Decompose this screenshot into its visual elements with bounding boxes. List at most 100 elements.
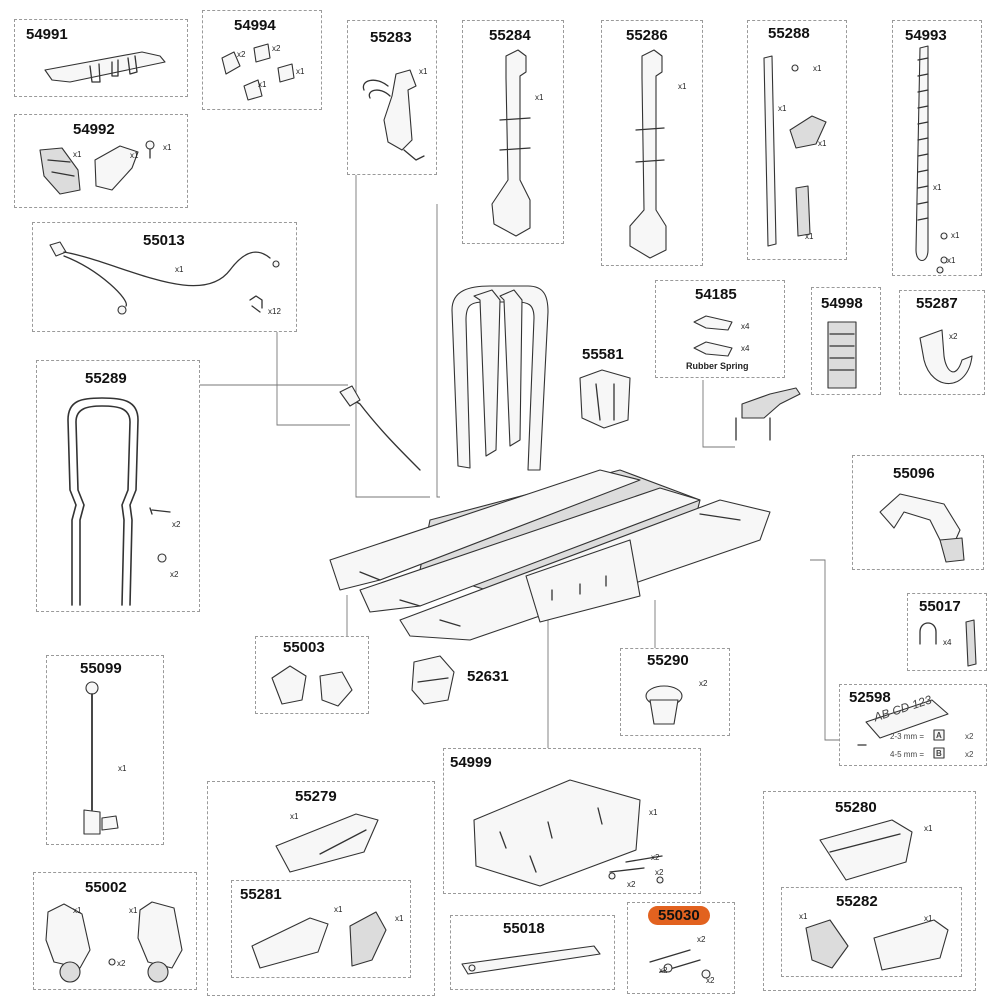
qty-55289-b: x2 — [170, 570, 179, 579]
qty-55284-a: x1 — [535, 93, 544, 102]
qty-54993-c: x1 — [947, 256, 956, 265]
part-54994-drawing — [221, 43, 295, 101]
part-box-55283[interactable] — [347, 20, 437, 175]
part-number-54993: 54993 — [905, 27, 947, 44]
part-54991-drawing — [44, 51, 166, 83]
part-lever-drawing — [735, 387, 801, 441]
part-number-54991: 54991 — [26, 26, 68, 43]
part-55017-drawing — [919, 619, 977, 667]
qty-55287-a: x2 — [949, 332, 958, 341]
part-box-55003[interactable] — [255, 636, 369, 714]
part-55287-drawing — [919, 329, 973, 384]
part-box-55287[interactable] — [899, 290, 985, 395]
qty-55017-a: x4 — [943, 638, 952, 647]
qty-55282-b: x1 — [924, 914, 933, 923]
qty-54185-b: x4 — [741, 344, 750, 353]
caption-rubber-spring: Rubber Spring — [686, 361, 749, 371]
qty-54999-a: x1 — [649, 808, 658, 817]
part-number-54992: 54992 — [73, 121, 115, 138]
plate-row-key-2: B — [936, 749, 942, 758]
qty-54185-a: x4 — [741, 322, 750, 331]
part-55013-drawing — [49, 241, 280, 315]
qty-55288-b: x1 — [778, 104, 787, 113]
qty-54992-b: x1 — [130, 151, 139, 160]
part-54993-drawing — [915, 45, 948, 274]
part-55289-drawing — [67, 397, 171, 606]
part-55279-drawing — [275, 813, 379, 873]
part-number-55096: 55096 — [893, 465, 935, 482]
part-box-55013[interactable] — [32, 222, 297, 332]
part-55003-drawing — [271, 665, 353, 707]
qty-55002-a: x1 — [73, 906, 82, 915]
part-55002-drawing — [45, 901, 183, 983]
part-number-55289: 55289 — [85, 370, 127, 387]
qty-55290-a: x2 — [699, 679, 708, 688]
part-55099-drawing — [83, 681, 119, 835]
qty-55030-a: x2 — [697, 935, 706, 944]
part-number-52631: 52631 — [467, 668, 509, 685]
bike-carrier-assembly — [329, 285, 771, 641]
part-number-55284: 55284 — [489, 27, 531, 44]
qty-54992-c: x1 — [163, 143, 172, 152]
qty-54999-c: x2 — [627, 880, 636, 889]
qty-55002-c: x2 — [117, 959, 126, 968]
leader-lines — [200, 175, 839, 748]
plate-row-qty-2: x2 — [965, 750, 974, 759]
part-number-55280: 55280 — [835, 799, 877, 816]
part-box-54993[interactable] — [892, 20, 982, 276]
part-52598-drawing — [857, 699, 949, 759]
plate-row-label-1: 2-3 mm = — [890, 732, 925, 741]
qty-54994-b: x2 — [272, 44, 281, 53]
qty-55013-a: x1 — [175, 265, 184, 274]
part-number-54185: 54185 — [695, 286, 737, 303]
part-55290-drawing — [645, 685, 683, 725]
part-box-55289[interactable] — [36, 360, 200, 612]
qty-55279-a: x1 — [290, 812, 299, 821]
part-number-54994: 54994 — [234, 17, 276, 34]
qty-55283-a: x1 — [419, 67, 428, 76]
part-number-54999: 54999 — [450, 754, 492, 771]
part-54998-drawing — [827, 321, 857, 389]
part-number-55017: 55017 — [919, 598, 961, 615]
part-number-55290: 55290 — [647, 652, 689, 669]
part-number-54998: 54998 — [821, 295, 863, 312]
qty-54993-a: x1 — [933, 183, 942, 192]
part-55283-drawing — [362, 69, 425, 161]
plate-row-key-1: A — [936, 731, 942, 740]
part-55018-drawing — [461, 945, 601, 975]
part-number-55099: 55099 — [80, 660, 122, 677]
part-number-55013: 55013 — [143, 232, 185, 249]
part-number-55287: 55287 — [916, 295, 958, 312]
part-54992-drawing — [39, 140, 155, 195]
plate-row-qty-1: x2 — [965, 732, 974, 741]
part-55288-drawing — [763, 55, 827, 247]
part-box-55099[interactable] — [46, 655, 164, 845]
part-number-55030-highlighted[interactable]: 55030 — [648, 906, 710, 925]
qty-54994-d: x1 — [258, 80, 267, 89]
plate-row-label-2: 4-5 mm = — [890, 750, 925, 759]
part-number-55282: 55282 — [836, 893, 878, 910]
qty-55281-a: x1 — [334, 905, 343, 914]
qty-55013-b: x12 — [268, 307, 281, 316]
part-54185-drawing — [693, 315, 733, 357]
qty-54994-a: x2 — [237, 50, 246, 59]
part-55096-drawing — [879, 493, 965, 563]
part-55280-drawing — [819, 819, 913, 881]
part-52631-drawing — [411, 655, 455, 705]
qty-55281-b: x1 — [395, 914, 404, 923]
part-55286-drawing — [629, 49, 667, 259]
part-number-55286: 55286 — [626, 27, 668, 44]
part-number-55288: 55288 — [768, 25, 810, 42]
part-number-55281: 55281 — [240, 886, 282, 903]
qty-55288-a: x1 — [813, 64, 822, 73]
qty-55288-c: x1 — [818, 139, 827, 148]
part-number-55279: 55279 — [295, 788, 337, 805]
qty-54994-c: x1 — [296, 67, 305, 76]
qty-55280-a: x1 — [924, 824, 933, 833]
qty-55289-a: x2 — [172, 520, 181, 529]
part-number-55002: 55002 — [85, 879, 127, 896]
part-55281-drawing — [251, 911, 387, 969]
qty-54993-b: x1 — [951, 231, 960, 240]
part-55030-drawing — [649, 949, 711, 979]
